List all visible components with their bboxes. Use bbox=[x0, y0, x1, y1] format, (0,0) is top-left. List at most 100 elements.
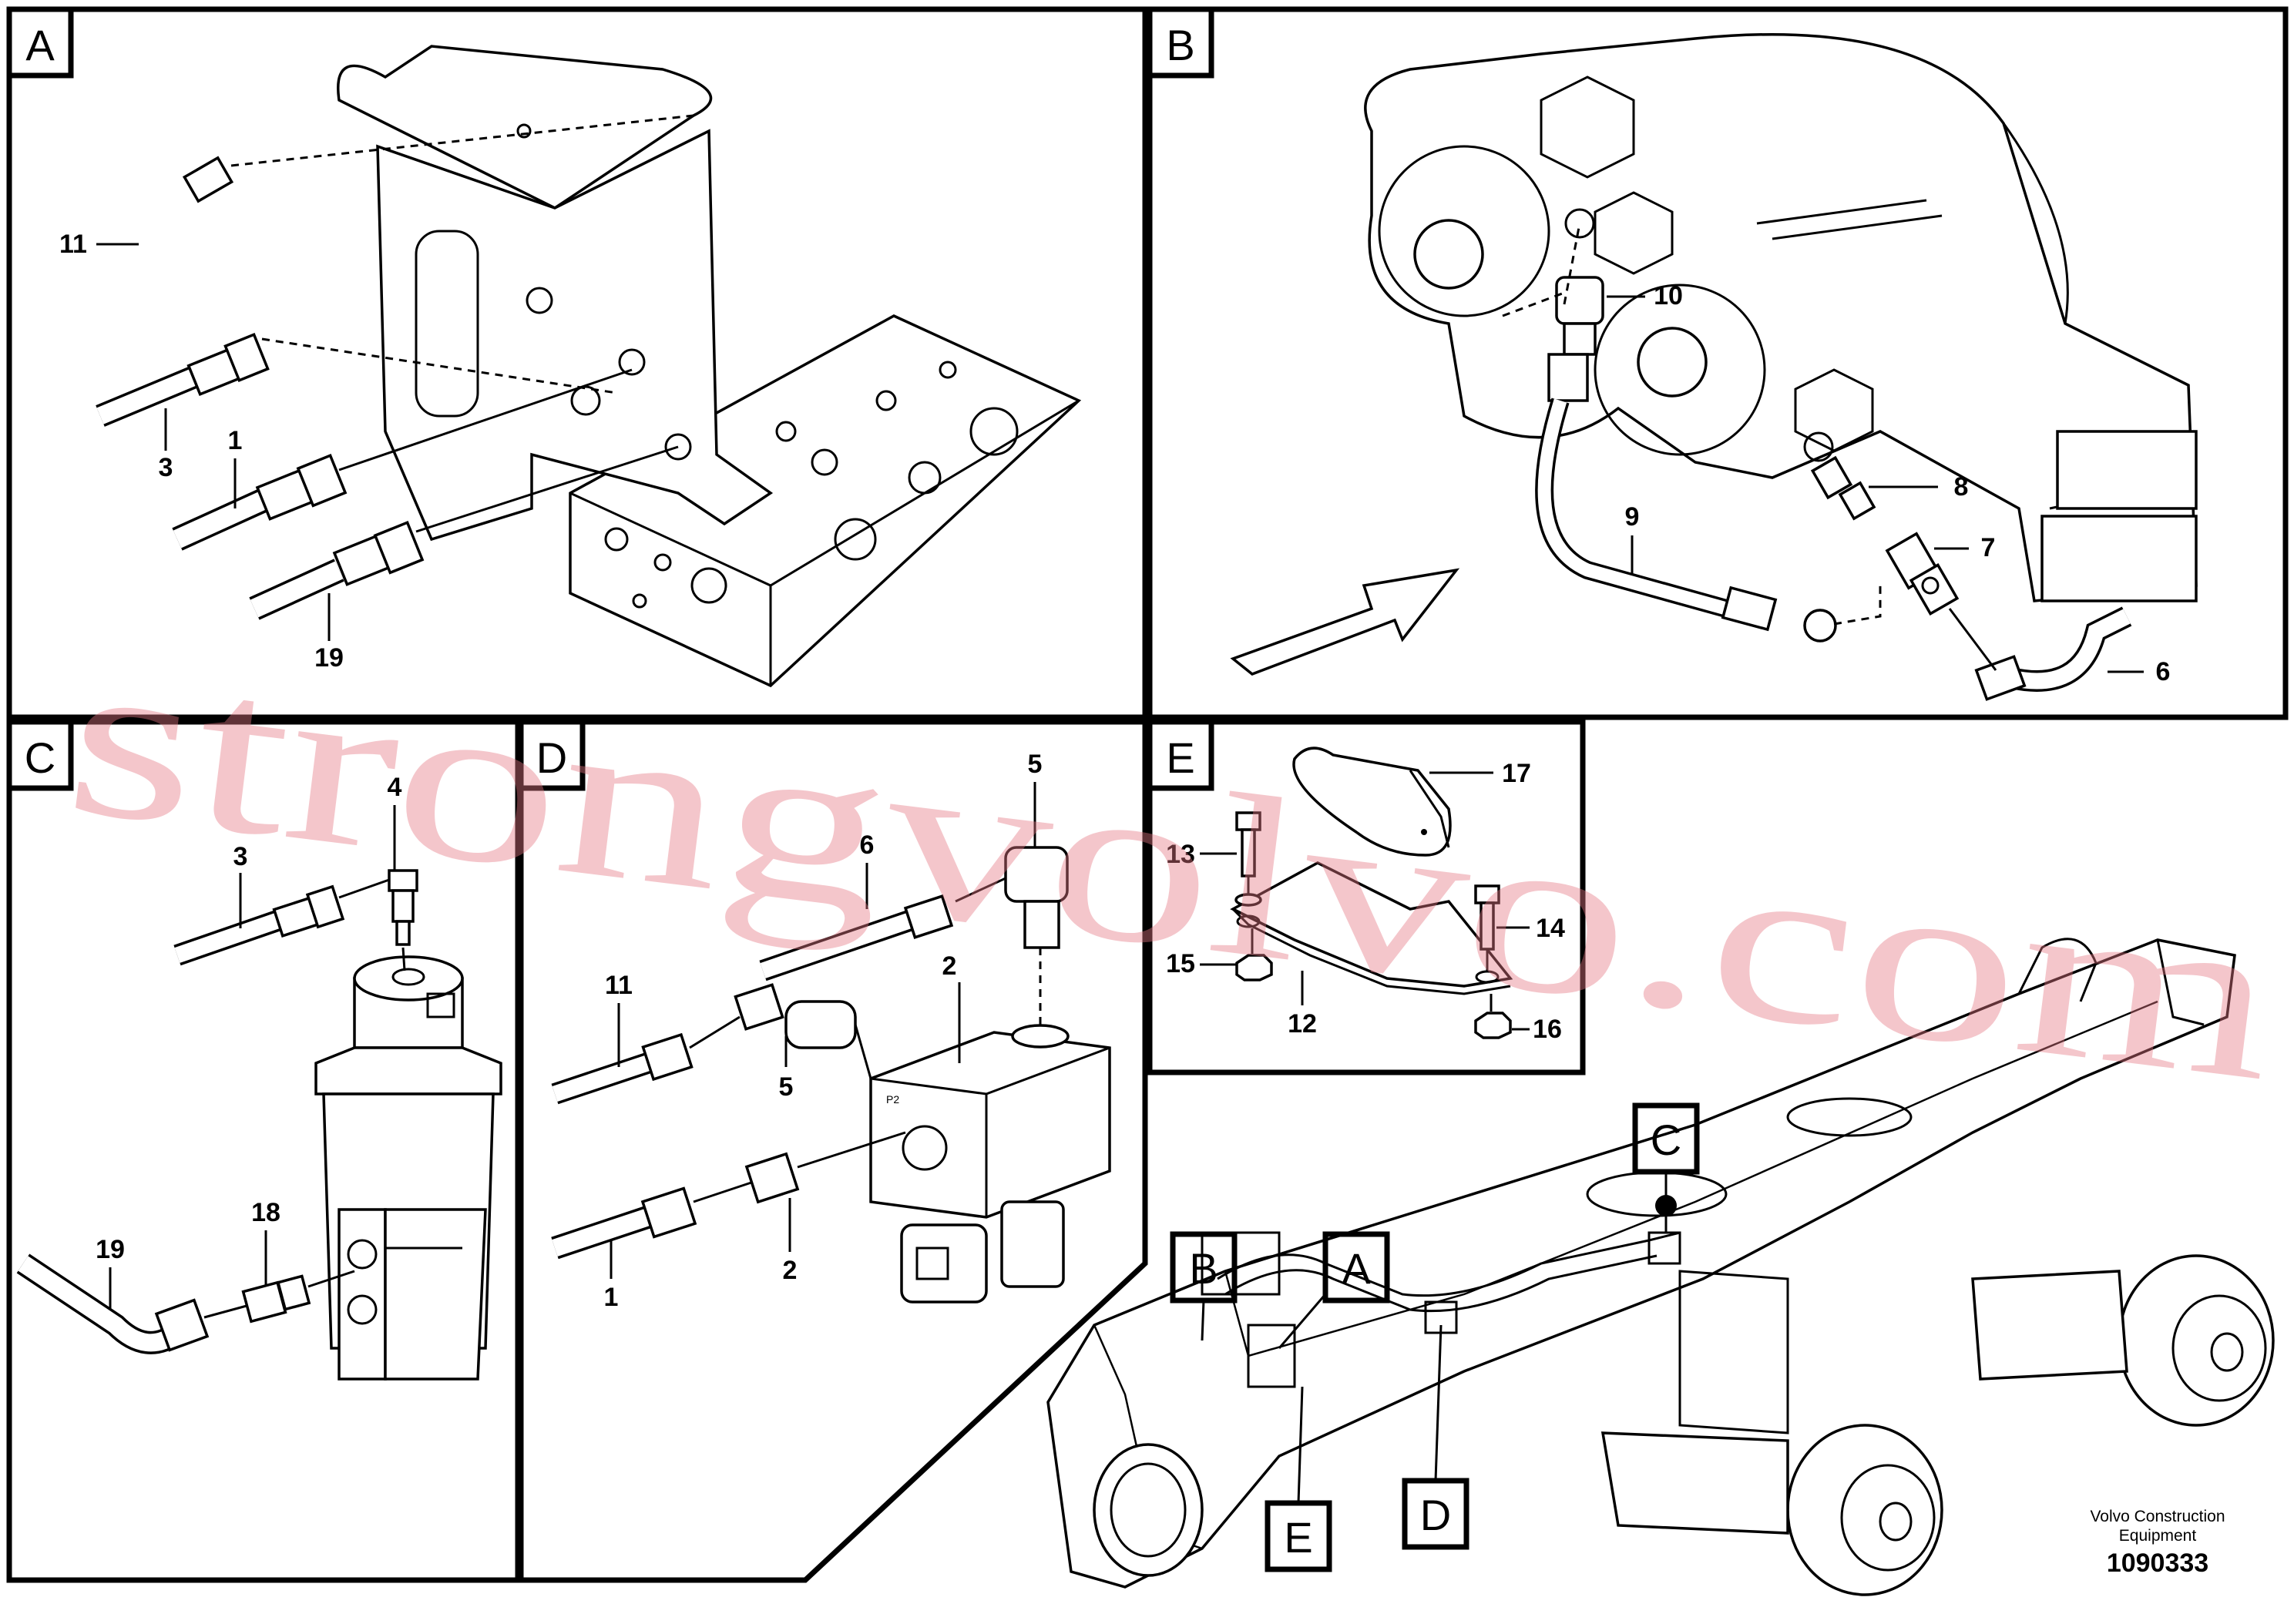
hose-9 bbox=[1535, 353, 1837, 643]
cylinder bbox=[314, 955, 502, 1381]
callout-b-8: 8 bbox=[1954, 472, 1969, 502]
panel-d-frame bbox=[518, 719, 1148, 1583]
overview-tag-b: B bbox=[1170, 1231, 1238, 1341]
hose-3 bbox=[96, 332, 270, 427]
callout-d-11: 11 bbox=[605, 971, 633, 1000]
panel-e-tag: E bbox=[1147, 719, 1214, 791]
panel-b-tag: B bbox=[1147, 6, 1214, 79]
overview-label-d: D bbox=[1420, 1491, 1451, 1539]
leader-1-line bbox=[338, 368, 633, 471]
bracket-12 bbox=[1230, 861, 1513, 995]
nut-15 bbox=[1235, 954, 1273, 981]
hose-11 bbox=[108, 156, 234, 324]
elbow-fitting-5-top bbox=[1004, 846, 1069, 949]
solenoid-valve: P2 bbox=[869, 1031, 1111, 1304]
callout-d-6: 6 bbox=[860, 830, 875, 860]
panel-c-frame bbox=[6, 719, 521, 1583]
footer-brand-line1: Volvo Construction bbox=[2090, 1508, 2225, 1525]
callout-d-2-top: 2 bbox=[942, 951, 957, 981]
view-direction-arrow bbox=[1230, 568, 1460, 676]
cover-17 bbox=[1292, 747, 1452, 857]
valve-block bbox=[569, 314, 1082, 688]
callout-e-16: 16 bbox=[1533, 1015, 1562, 1044]
hose-19-c bbox=[16, 1253, 210, 1354]
panel-a-letter: A bbox=[25, 21, 55, 69]
callout-c-18: 18 bbox=[251, 1198, 280, 1227]
hose-1-d bbox=[551, 1186, 697, 1260]
callout-b-6: 6 bbox=[2156, 657, 2171, 686]
overview-tag-e: E bbox=[1265, 1386, 1332, 1572]
overview-tag-d: D bbox=[1402, 1324, 1469, 1550]
callout-e-14: 14 bbox=[1536, 914, 1565, 943]
fitting-10 bbox=[1555, 276, 1604, 356]
mounting-bracket bbox=[337, 45, 774, 542]
panel-b-drawing: 10 8 9 7 6 bbox=[1230, 32, 2198, 701]
panel-a-drawing: 11 3 1 19 bbox=[59, 45, 1082, 688]
footer-brand-line2: Equipment bbox=[2119, 1527, 2197, 1545]
overview-tag-a: A bbox=[1278, 1231, 1390, 1349]
callout-a-3: 3 bbox=[159, 453, 173, 482]
fitting-5-mid bbox=[734, 983, 857, 1049]
callout-d-5-top: 5 bbox=[1028, 750, 1043, 779]
overview-label-b: B bbox=[1189, 1244, 1218, 1293]
panel-a-frame bbox=[6, 6, 1148, 720]
overview-tag-c: C bbox=[1632, 1102, 1700, 1233]
machine-frame bbox=[1046, 938, 2275, 1596]
panel-d-tag: D bbox=[518, 719, 586, 791]
fitting-2-d bbox=[744, 1152, 800, 1204]
panel-a-tag: A bbox=[6, 6, 74, 79]
callout-b-10: 10 bbox=[1654, 281, 1683, 310]
overview-label-e: E bbox=[1284, 1513, 1312, 1562]
sensor-4 bbox=[388, 869, 418, 946]
pump-assembly bbox=[1364, 32, 2198, 602]
callout-a-1: 1 bbox=[228, 426, 243, 455]
wheel-hub-rear bbox=[1971, 1254, 2275, 1427]
hose-19 bbox=[249, 520, 425, 620]
leader-19-line bbox=[415, 445, 679, 533]
callout-d-5-mid: 5 bbox=[779, 1072, 794, 1102]
callout-b-7: 7 bbox=[1981, 533, 1996, 562]
callout-e-15: 15 bbox=[1166, 949, 1195, 978]
callout-e-13: 13 bbox=[1166, 840, 1195, 869]
hose-6 bbox=[1974, 606, 2132, 701]
overview-label-a: A bbox=[1342, 1244, 1371, 1293]
callout-c-3: 3 bbox=[233, 842, 248, 871]
footer-drawing-number: 1090333 bbox=[2107, 1549, 2208, 1578]
panel-d-letter: D bbox=[536, 733, 567, 782]
panel-c-drawing: 4 3 19 18 bbox=[16, 773, 502, 1381]
fitting-8 bbox=[1810, 455, 1876, 521]
callout-a-11: 11 bbox=[59, 230, 87, 259]
panel-frames bbox=[6, 6, 2289, 1583]
callout-e-17: 17 bbox=[1502, 759, 1531, 788]
panel-e-drawing: 17 13 14 15 12 16 bbox=[1166, 747, 1565, 1044]
panel-b-frame bbox=[1147, 6, 2289, 720]
overview-label-c: C bbox=[1651, 1116, 1681, 1164]
panel-d-drawing: P2 bbox=[551, 750, 1111, 1312]
nut-16 bbox=[1474, 1012, 1512, 1039]
callout-b-9: 9 bbox=[1625, 502, 1640, 532]
leader-3-dashed bbox=[261, 337, 617, 394]
panel-c-letter: C bbox=[25, 733, 55, 782]
footer: Volvo Construction Equipment 1090333 bbox=[2090, 1508, 2225, 1578]
callout-c-19: 19 bbox=[96, 1235, 125, 1264]
panel-c-tag: C bbox=[6, 719, 74, 791]
tee-fitting-7 bbox=[1885, 532, 1960, 616]
hose-6-d bbox=[759, 894, 954, 981]
hose-3-c bbox=[173, 884, 345, 966]
svg-text:P2: P2 bbox=[886, 1093, 899, 1106]
hose-1 bbox=[172, 453, 348, 551]
overview-drawing: C B A E D bbox=[1046, 938, 2275, 1596]
callout-d-1: 1 bbox=[604, 1283, 619, 1312]
hose-11-d bbox=[551, 1032, 694, 1105]
callout-e-12: 12 bbox=[1288, 1009, 1317, 1038]
callout-d-2: 2 bbox=[783, 1256, 798, 1285]
fitting-18 bbox=[241, 1274, 311, 1324]
wheel-hub-front bbox=[1600, 1270, 1943, 1596]
panel-e-frame bbox=[1147, 719, 1586, 1075]
panel-b-letter: B bbox=[1166, 21, 1194, 69]
callout-a-19: 19 bbox=[314, 643, 344, 673]
callout-c-4: 4 bbox=[388, 773, 402, 802]
panel-letter-tags: A B C D E bbox=[6, 6, 1214, 791]
